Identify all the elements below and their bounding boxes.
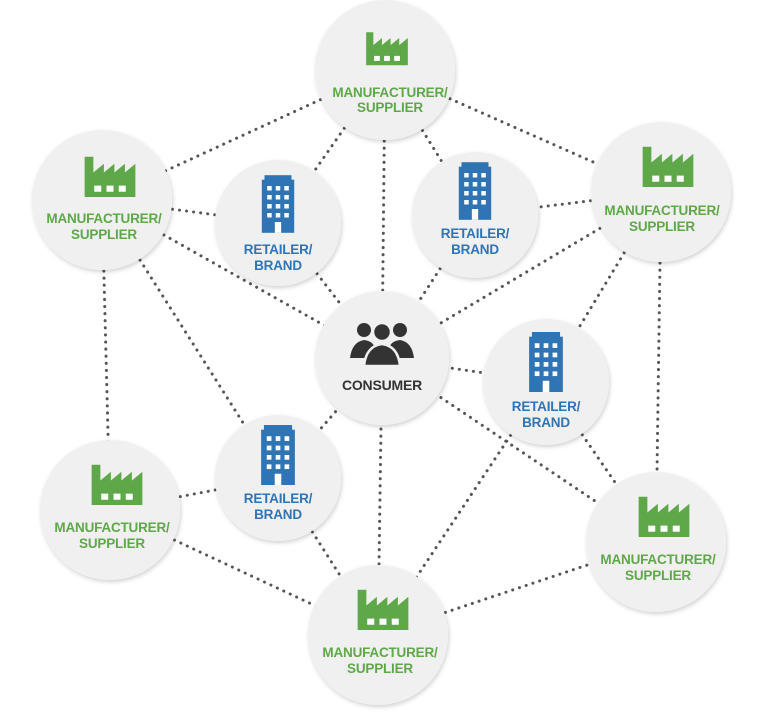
node-label-line2: BRAND bbox=[522, 415, 570, 430]
connection-consumer-ret_lower_left bbox=[276, 356, 384, 480]
node-label-line1: RETAILER/ bbox=[441, 226, 510, 241]
node-retailer-right: RETAILER/ BRAND bbox=[483, 319, 609, 445]
node-label-line1: RETAILER/ bbox=[244, 491, 313, 506]
node-manufacturer-left-lower: MANUFACTURER/ SUPPLIER bbox=[40, 440, 180, 580]
node-label-line2: BRAND bbox=[451, 242, 499, 257]
node-circle bbox=[586, 472, 726, 612]
node-label-line2: SUPPLIER bbox=[71, 227, 137, 242]
node-label-consumer: CONSUMER bbox=[342, 377, 422, 393]
node-circle bbox=[591, 122, 731, 262]
node-label-line2: SUPPLIER bbox=[357, 100, 423, 115]
node-label-line1: RETAILER/ bbox=[244, 242, 313, 257]
node-label-line2: SUPPLIER bbox=[625, 568, 691, 583]
node-label-line1: MANUFACTURER/ bbox=[46, 211, 162, 226]
node-consumer: CONSUMER bbox=[315, 291, 449, 425]
building-icon bbox=[261, 425, 295, 485]
node-label-line1: MANUFACTURER/ bbox=[54, 520, 170, 535]
node-label-line2: BRAND bbox=[254, 258, 302, 273]
building-icon bbox=[458, 162, 492, 220]
node-manufacturer-right-upper: MANUFACTURER/ SUPPLIER bbox=[591, 122, 731, 262]
node-label-line2: SUPPLIER bbox=[347, 661, 413, 676]
node-label-line2: SUPPLIER bbox=[79, 536, 145, 551]
node-label-line1: RETAILER/ bbox=[512, 399, 581, 414]
node-manufacturer-bottom: MANUFACTURER/ SUPPLIER bbox=[308, 565, 448, 705]
node-label-line2: SUPPLIER bbox=[629, 219, 695, 234]
node-manufacturer-top: MANUFACTURER/ SUPPLIER bbox=[315, 0, 455, 140]
building-icon bbox=[261, 175, 295, 233]
node-label-line2: BRAND bbox=[254, 507, 302, 522]
node-circle bbox=[40, 440, 180, 580]
node-circle bbox=[308, 565, 448, 705]
node-circle bbox=[315, 0, 455, 140]
node-label-line1: MANUFACTURER/ bbox=[604, 203, 720, 218]
connection-mfr_top-mfr_left_upper bbox=[100, 68, 387, 202]
connection-mfr_left_upper-mfr_left_lower bbox=[100, 198, 112, 512]
building-icon bbox=[529, 332, 563, 392]
node-retailer-upper-right: RETAILER/ BRAND bbox=[412, 152, 538, 278]
node-retailer-upper-left: RETAILER/ BRAND bbox=[215, 160, 341, 286]
connection-mfr_left_upper-ret_lower_left bbox=[100, 198, 280, 480]
node-label-line1: MANUFACTURER/ bbox=[322, 645, 438, 660]
node-manufacturer-left-upper: MANUFACTURER/ SUPPLIER bbox=[32, 130, 172, 270]
node-label-line1: MANUFACTURER/ bbox=[332, 85, 448, 100]
node-label-line1: MANUFACTURER/ bbox=[600, 552, 716, 567]
node-retailer-lower-left: RETAILER/ BRAND bbox=[215, 415, 341, 541]
node-circle bbox=[32, 130, 172, 270]
node-manufacturer-right-lower: MANUFACTURER/ SUPPLIER bbox=[586, 472, 726, 612]
